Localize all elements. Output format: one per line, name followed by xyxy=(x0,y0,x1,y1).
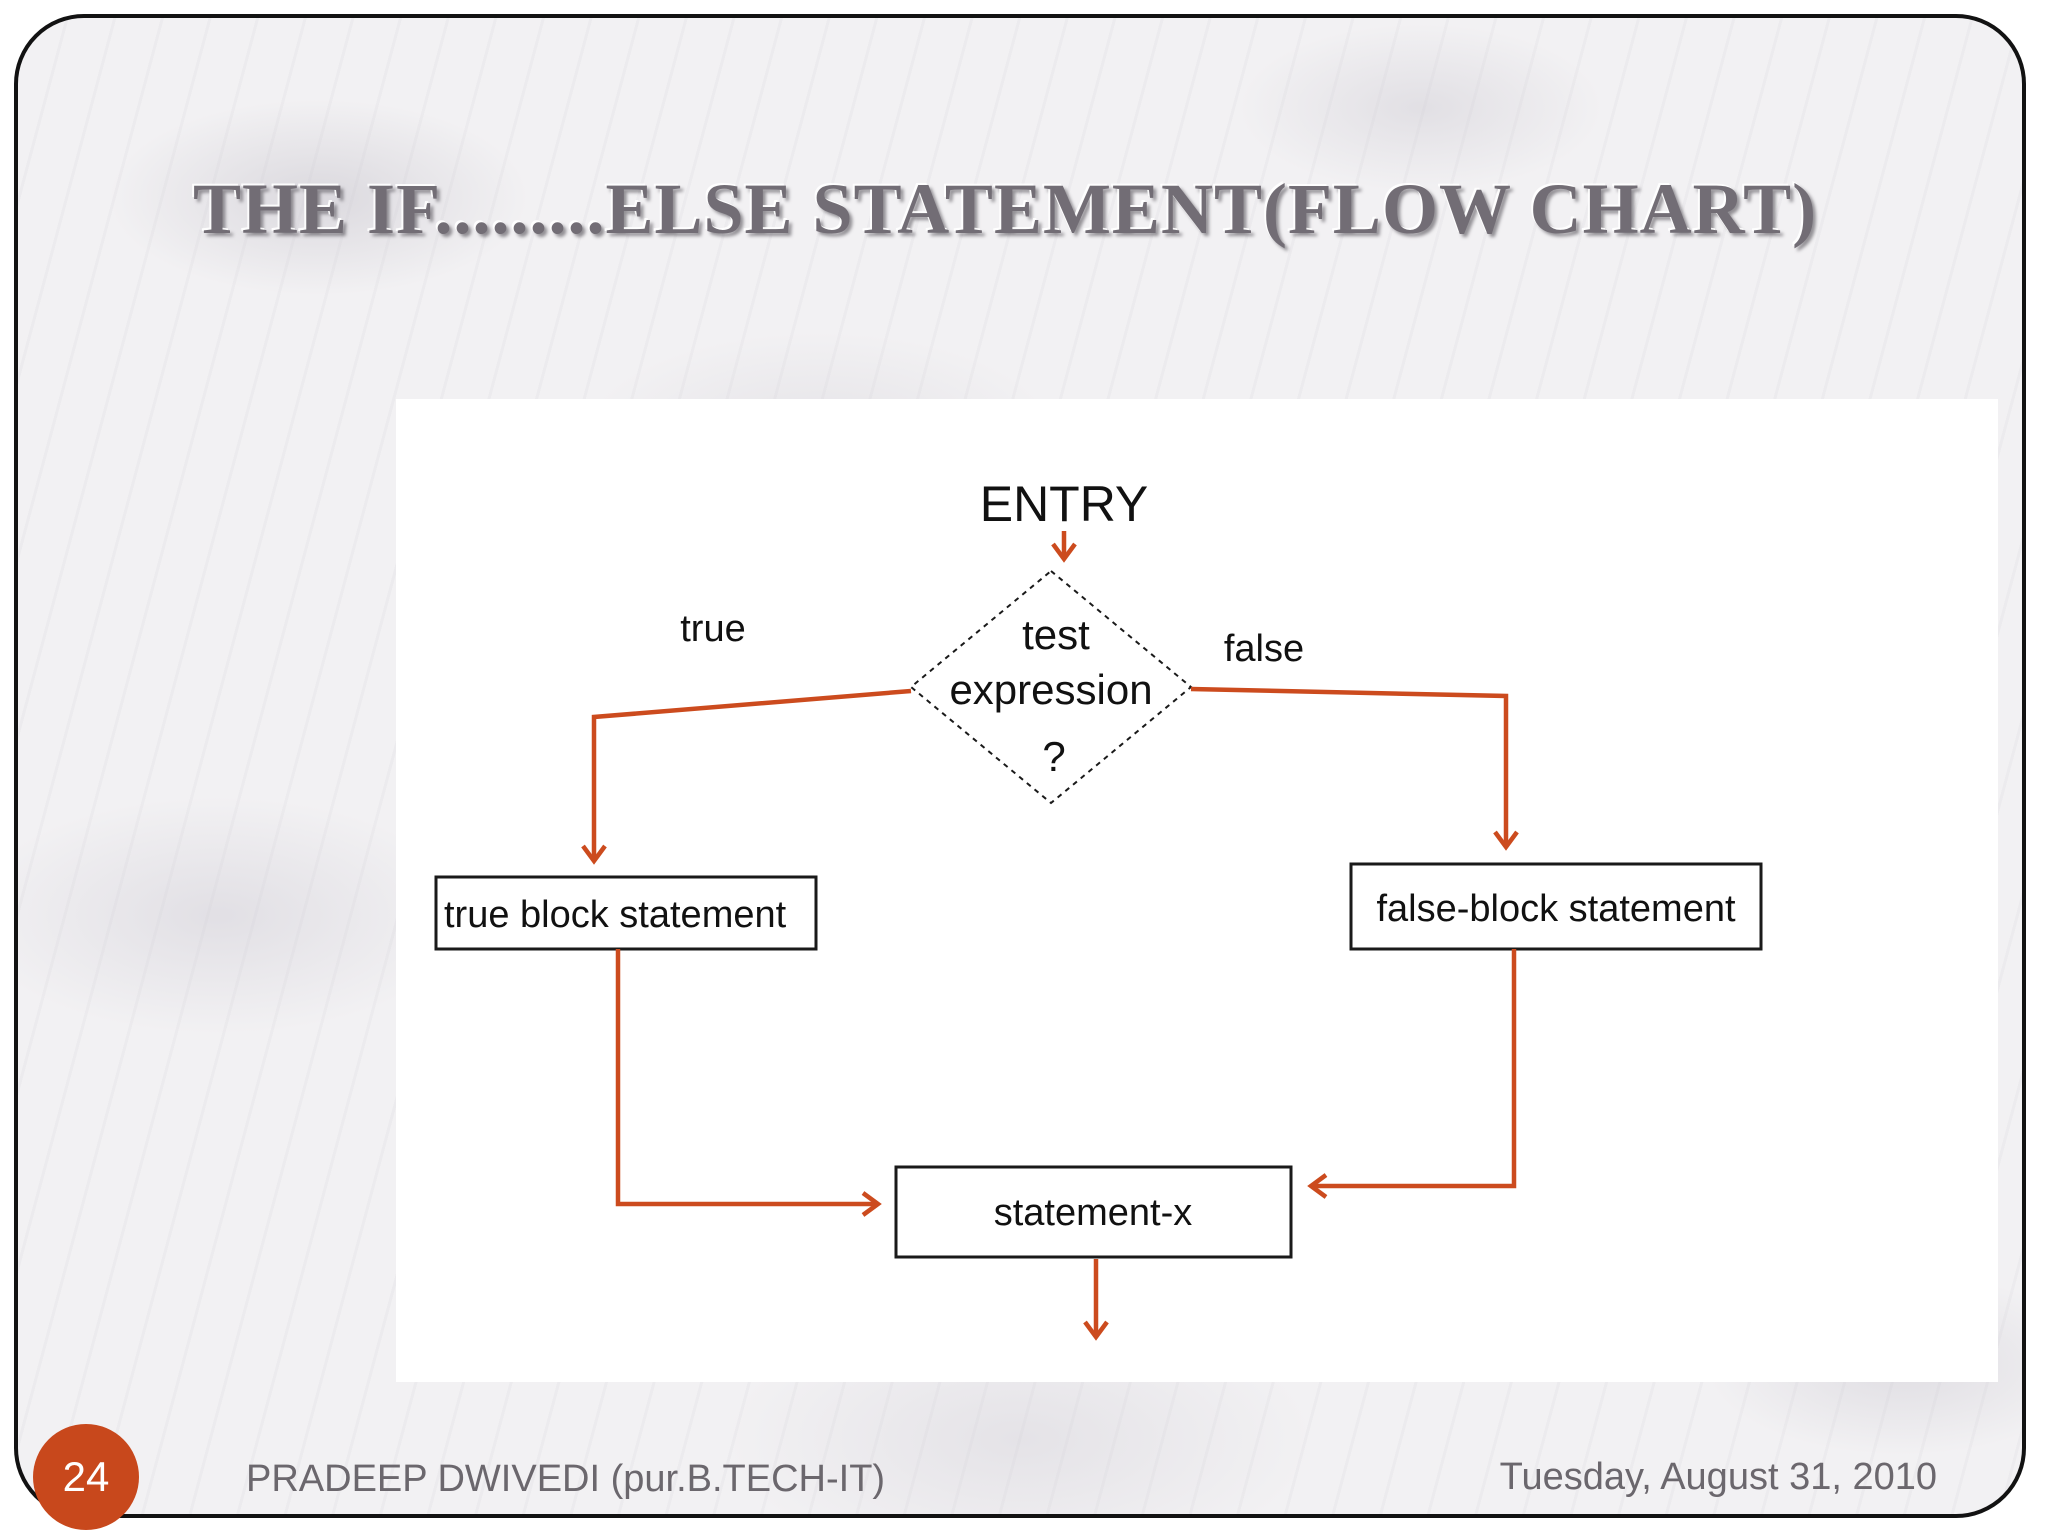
false-to-statementx-connector xyxy=(1307,949,1517,1199)
false-block-box xyxy=(1349,862,1763,951)
entry-label: ENTRY xyxy=(980,476,1149,532)
decision-text-line2: expression xyxy=(949,666,1152,713)
footer-author: PRADEEP DWIVEDI (pur.B.TECH-IT) xyxy=(246,1458,886,1500)
true-branch-connector xyxy=(581,688,912,865)
statement-x-label: statement-x xyxy=(994,1192,1193,1234)
footer-date: Tuesday, August 31, 2010 xyxy=(1499,1456,1937,1498)
decision-text-line3: ? xyxy=(1042,733,1065,780)
statement-x-box xyxy=(894,1165,1293,1259)
flowchart-panel: ENTRY test expression ? true false true … xyxy=(396,399,1998,1382)
page-number-badge: 24 xyxy=(33,1424,139,1530)
flowchart-canvas: ENTRY test expression ? true false true … xyxy=(434,476,1763,1341)
slide-background: THE IF.........ELSE STATEMENT(FLOW CHART… xyxy=(14,14,2026,1518)
true-block-label: true block statement xyxy=(444,894,787,936)
true-to-statementx-connector xyxy=(615,949,882,1217)
decision-text-line1: test xyxy=(1022,611,1090,658)
true-branch-label: true xyxy=(680,608,745,650)
slide-title: THE IF.........ELSE STATEMENT(FLOW CHART… xyxy=(193,169,1818,249)
false-block-label: false-block statement xyxy=(1376,888,1735,930)
true-block-box xyxy=(434,875,818,951)
decision-diamond xyxy=(909,569,1193,805)
false-branch-label: false xyxy=(1224,628,1304,670)
page-number: 24 xyxy=(62,1453,110,1500)
false-branch-connector xyxy=(1190,686,1519,851)
